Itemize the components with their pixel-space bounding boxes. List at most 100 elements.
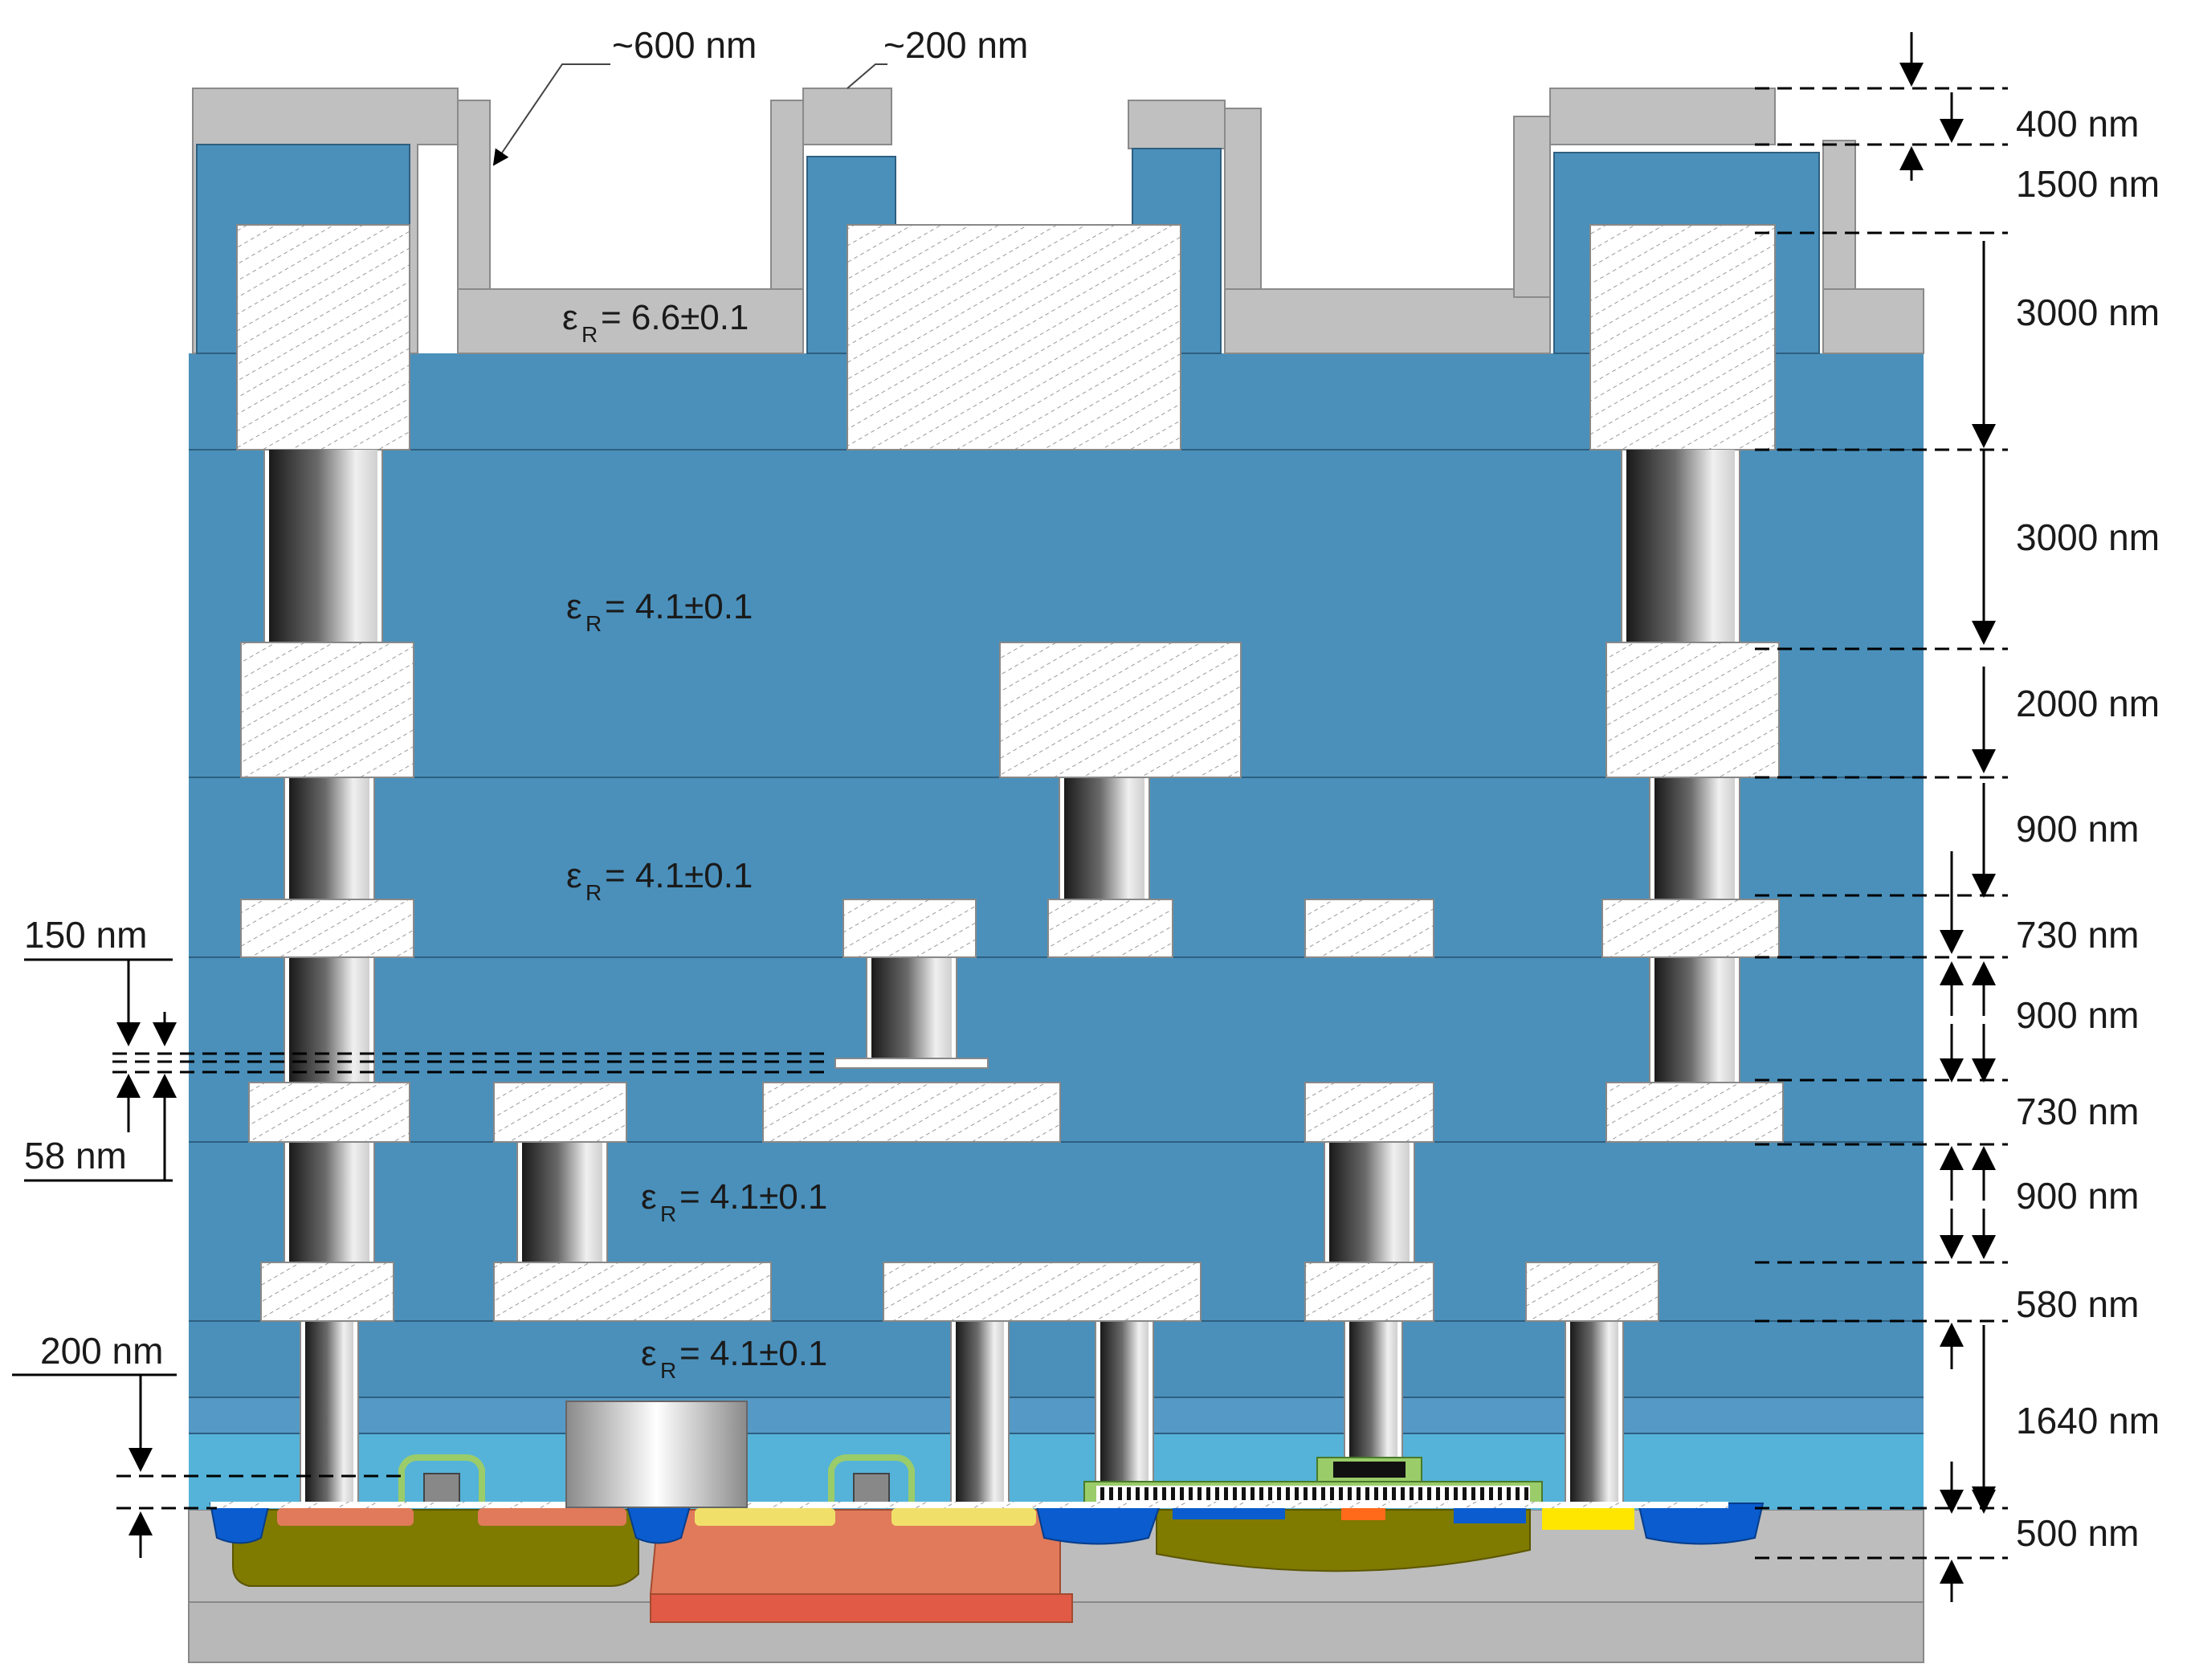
comb-finger bbox=[1392, 1487, 1396, 1500]
top-metal-pad bbox=[1589, 224, 1776, 451]
permittivity-label-imd4: ε R = 4.1±0.1 bbox=[641, 1334, 827, 1383]
metal-line bbox=[1304, 899, 1434, 958]
comb-finger bbox=[1136, 1487, 1140, 1500]
comb-finger bbox=[1480, 1487, 1484, 1500]
dim-right-label: 1500 nm bbox=[2016, 163, 2160, 205]
metal-line bbox=[1525, 1262, 1659, 1322]
metal-line bbox=[240, 642, 414, 778]
svg-text:R: R bbox=[585, 880, 602, 905]
dim-right-label: 900 nm bbox=[2016, 808, 2139, 850]
source-drain bbox=[277, 1508, 414, 1526]
source-drain bbox=[891, 1508, 1036, 1526]
dim-left-58nm: 58 nm bbox=[24, 1135, 127, 1176]
svg-text:= 4.1±0.1: = 4.1±0.1 bbox=[605, 856, 753, 895]
metal-line bbox=[1304, 1262, 1434, 1322]
via bbox=[1329, 1142, 1410, 1262]
comb-finger bbox=[1109, 1487, 1113, 1500]
comb-finger bbox=[1242, 1487, 1246, 1500]
comb-finger bbox=[1224, 1487, 1228, 1500]
comb-finger bbox=[1516, 1487, 1520, 1500]
comb-finger bbox=[1233, 1487, 1237, 1500]
svg-text:R: R bbox=[585, 611, 602, 636]
comb-finger bbox=[1365, 1487, 1369, 1500]
p-well-deep bbox=[650, 1593, 1073, 1623]
top-metal-pad bbox=[236, 224, 410, 451]
comb-finger bbox=[1295, 1487, 1299, 1500]
sti-isolation bbox=[209, 1503, 271, 1544]
via bbox=[1100, 1321, 1148, 1482]
metal-line bbox=[843, 899, 977, 958]
comb-finger bbox=[1383, 1487, 1387, 1500]
dim-right-label: 3000 nm bbox=[2016, 292, 2160, 333]
comb-finger bbox=[1463, 1487, 1467, 1500]
comb-finger bbox=[1206, 1487, 1210, 1500]
permittivity-label-imd1: ε R = 4.1±0.1 bbox=[566, 587, 753, 636]
via bbox=[1654, 957, 1735, 1083]
via bbox=[1626, 450, 1735, 642]
comb-finger bbox=[1445, 1487, 1449, 1500]
comb-finger bbox=[1436, 1487, 1440, 1500]
metal-line bbox=[762, 1082, 1061, 1143]
comb-finger bbox=[1489, 1487, 1493, 1500]
n-well-region bbox=[232, 1509, 639, 1587]
svg-text:= 4.1±0.1: = 4.1±0.1 bbox=[679, 1177, 827, 1217]
comb-finger bbox=[1524, 1487, 1528, 1500]
comb-finger bbox=[1118, 1487, 1122, 1500]
via bbox=[1570, 1321, 1618, 1507]
svg-text:R: R bbox=[660, 1201, 676, 1226]
metal-line bbox=[248, 1082, 410, 1143]
sti-isolation bbox=[625, 1503, 692, 1544]
metal-line bbox=[999, 642, 1242, 778]
comb-finger bbox=[1153, 1487, 1157, 1500]
dim-right-label: 1640 nm bbox=[2016, 1400, 2160, 1441]
dim-left-150nm: 150 nm bbox=[24, 914, 147, 956]
comb-finger bbox=[1277, 1487, 1281, 1500]
svg-text:= 6.6±0.1: = 6.6±0.1 bbox=[601, 298, 749, 337]
comb-finger bbox=[1250, 1487, 1255, 1500]
metal-line bbox=[1605, 1082, 1784, 1143]
metal-line bbox=[1304, 1082, 1434, 1143]
dim-right-label: 580 nm bbox=[2016, 1283, 2139, 1325]
top-metal bbox=[236, 224, 1776, 451]
dim-right-label: 3000 nm bbox=[2016, 516, 2160, 558]
sti-isolation bbox=[1034, 1503, 1162, 1545]
metal-line bbox=[1047, 899, 1173, 958]
gate-poly-yellow bbox=[1542, 1506, 1634, 1530]
dim-right-label: 2000 nm bbox=[2016, 683, 2160, 724]
contact-plug-large bbox=[565, 1401, 748, 1508]
comb-finger bbox=[1498, 1487, 1502, 1500]
comb-finger bbox=[1100, 1487, 1104, 1500]
comb-finger bbox=[1507, 1487, 1511, 1500]
svg-text:ε: ε bbox=[641, 1334, 657, 1373]
dim-left-200nm: 200 nm bbox=[40, 1330, 163, 1372]
comb-finger bbox=[1180, 1487, 1184, 1500]
comb-finger bbox=[1144, 1487, 1148, 1500]
via bbox=[1064, 777, 1144, 899]
left-dimension-markers bbox=[12, 958, 827, 1558]
metal-line bbox=[1601, 899, 1780, 958]
silicide-strip bbox=[210, 1502, 1728, 1508]
top-metal-pad bbox=[847, 224, 1181, 451]
comb-finger bbox=[1427, 1487, 1431, 1500]
dielectric-pmd-lower bbox=[189, 1433, 1924, 1510]
comb-finger bbox=[1410, 1487, 1414, 1500]
metal-cap-plate bbox=[834, 1058, 989, 1069]
via bbox=[289, 1142, 369, 1262]
via bbox=[269, 450, 377, 642]
comb-finger bbox=[1171, 1487, 1175, 1500]
source-drain bbox=[478, 1508, 626, 1526]
svg-text:R: R bbox=[660, 1358, 676, 1383]
comb-finger bbox=[1127, 1487, 1131, 1500]
metal-lines bbox=[240, 642, 1784, 1322]
svg-text:= 4.1±0.1: = 4.1±0.1 bbox=[605, 587, 753, 626]
comb-finger bbox=[1268, 1487, 1272, 1500]
dimension-markers bbox=[1755, 32, 2008, 1602]
comb-finger bbox=[1339, 1487, 1343, 1500]
comb-finger bbox=[1348, 1487, 1352, 1500]
dim-right-label: 400 nm bbox=[2016, 103, 2139, 145]
comb-finger bbox=[1357, 1487, 1361, 1500]
svg-text:ε: ε bbox=[562, 298, 578, 337]
annotation-oxide-600: ~600 nm bbox=[612, 24, 757, 66]
